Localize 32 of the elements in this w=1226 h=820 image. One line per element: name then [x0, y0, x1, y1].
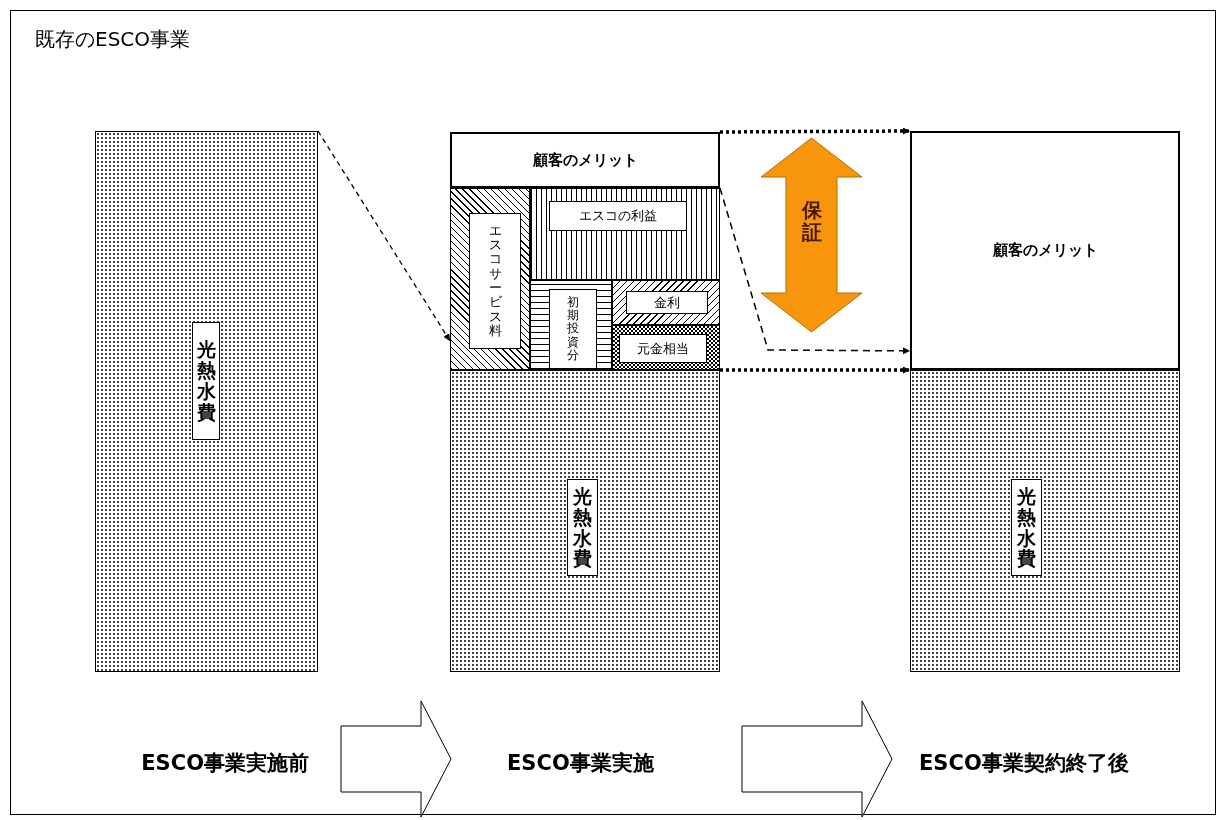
stage-label: ESCO事業実施: [452, 723, 741, 803]
arrow: [720, 127, 910, 135]
bar-label: 光熱水費: [567, 479, 598, 576]
segment-label: エスコサービス料: [469, 213, 521, 349]
bar-label: 光熱水費: [192, 322, 220, 440]
stage-label: ESCO事業実施前: [95, 723, 340, 803]
arrow: [720, 366, 910, 374]
box-label: 顧客のメリット: [532, 150, 638, 170]
diagram-title: 既存のESCO事業: [35, 26, 191, 53]
segment-label: エスコの利益: [549, 201, 687, 231]
stacked-bar: [95, 131, 318, 672]
bar-label: 光熱水費: [1011, 479, 1042, 576]
stacked-bar: [910, 370, 1180, 672]
arrow: [719, 187, 911, 355]
segment-label: 金利: [626, 291, 708, 314]
merit-box: [450, 132, 720, 188]
segment-label: 元金相当: [619, 334, 707, 363]
cost-segment: [450, 188, 530, 370]
arrow-label: 保証: [801, 199, 822, 243]
arrow: [317, 130, 451, 342]
stage-label: ESCO事業契約終了後: [893, 723, 1180, 803]
cost-segment: [612, 280, 720, 325]
segment-label: 初期投資分: [549, 289, 597, 369]
stacked-bar: [450, 370, 720, 672]
block-arrow: [340, 700, 452, 818]
merit-box: [910, 131, 1180, 370]
cost-segment: [612, 325, 720, 370]
block-arrow: [741, 700, 893, 818]
cost-segment: [530, 188, 720, 280]
cost-segment: [530, 280, 612, 370]
box-label: 顧客のメリット: [992, 241, 1098, 260]
double-arrow: [760, 137, 863, 333]
